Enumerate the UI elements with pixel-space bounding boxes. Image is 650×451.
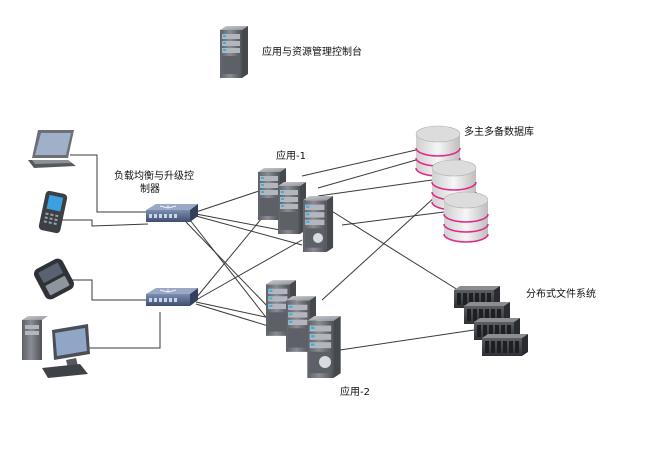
link-app1-db2 xyxy=(317,179,433,197)
app2-label: 应用-2 xyxy=(340,387,370,398)
laptop-icon xyxy=(28,130,76,168)
database-icon xyxy=(415,125,489,243)
connection-lines xyxy=(62,149,475,351)
smartphone-icon xyxy=(34,258,74,300)
console-server-icon xyxy=(220,26,248,78)
link-sw1-app1a xyxy=(195,189,263,213)
link-app1-db1 xyxy=(301,149,417,177)
link-sw2-app1b xyxy=(195,239,303,301)
console-label: 应用与资源管理控制台 xyxy=(262,47,362,58)
link-app1-storage xyxy=(329,209,475,301)
app1-server-cluster-icon xyxy=(258,168,334,252)
link-desktop-switch2 xyxy=(80,312,161,349)
link-sw1-app2a xyxy=(189,219,273,326)
link-laptop-switch1 xyxy=(70,154,148,213)
app1-label: 应用-1 xyxy=(276,151,306,162)
link-sw1-app1c xyxy=(195,215,303,246)
lb-label-line1: 负载均衡与升级控 xyxy=(114,171,194,182)
desktop-pc-icon xyxy=(22,316,90,378)
link-sw2-app1a xyxy=(195,217,263,299)
mobile-phone-icon xyxy=(38,190,68,234)
switch-2-icon xyxy=(145,287,199,307)
filesystem-label: 分布式文件系统 xyxy=(526,289,596,300)
link-app1-db3 xyxy=(341,211,445,226)
app2-server-cluster-icon xyxy=(266,280,341,378)
storage-rack-icon xyxy=(454,286,528,356)
link-sw1-app1b xyxy=(195,213,281,231)
link-app2-storage xyxy=(339,329,475,351)
link-app1-db4 xyxy=(317,159,417,189)
switch-1-icon xyxy=(145,203,199,223)
link-app2-db xyxy=(321,195,437,301)
database-label: 多主多备数据库 xyxy=(464,127,534,138)
link-mobile-switch1 xyxy=(62,219,149,227)
link-sw2-app2a xyxy=(195,301,271,319)
lb-label-line2: 制器 xyxy=(140,184,160,195)
link-smartphone-switch2 xyxy=(72,279,148,301)
